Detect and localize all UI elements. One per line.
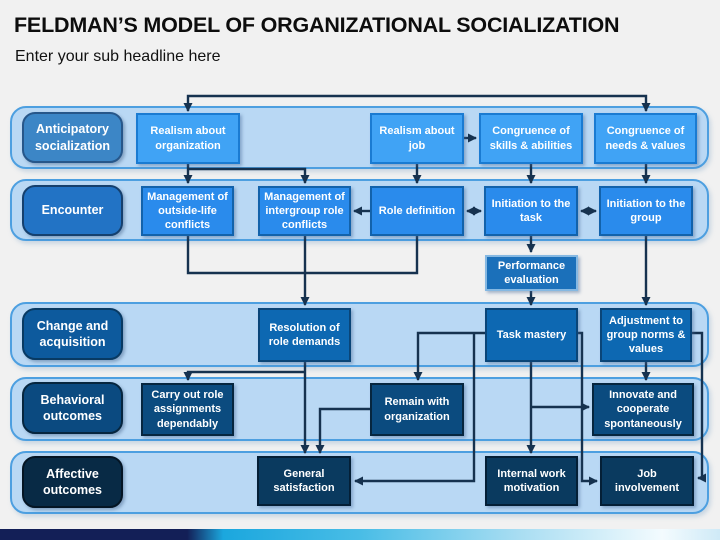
- row-label-behavioral-outcomes: Behavioral outcomes: [22, 382, 123, 434]
- box-realism-about-organization: Realism about organization: [136, 113, 240, 164]
- row-label-change-and-acquisition: Change and acquisition: [22, 308, 123, 360]
- box-adjustment-to-group-norms-values: Adjustment to group norms & values: [600, 308, 692, 362]
- box-management-of-outside-life-conflicts: Management of outside-life conflicts: [141, 186, 234, 236]
- box-resolution-of-role-demands: Resolution of role demands: [258, 308, 351, 362]
- box-remain-with-organization: Remain with organization: [370, 383, 464, 436]
- page-title: FELDMAN’S MODEL OF ORGANIZATIONAL SOCIAL…: [14, 13, 620, 37]
- box-general-satisfaction: General satisfaction: [257, 456, 351, 506]
- box-job-involvement: Job involvement: [600, 456, 694, 506]
- bottom-accent-bar: [0, 529, 720, 540]
- box-congruence-of-needs-values: Congruence of needs & values: [594, 113, 697, 164]
- box-management-of-intergroup-role-conflicts: Management of intergroup role conflicts: [258, 186, 351, 236]
- box-task-mastery: Task mastery: [485, 308, 578, 362]
- row-label-encounter: Encounter: [22, 185, 123, 236]
- box-innovate-and-cooperate-spontaneously: Innovate and cooperate spontaneously: [592, 383, 694, 436]
- row-label-anticipatory-socialization: Anticipatory socialization: [22, 112, 123, 163]
- box-initiation-to-the-group: Initiation to the group: [599, 186, 693, 236]
- box-realism-about-job: Realism about job: [370, 113, 464, 164]
- box-initiation-to-the-task: Initiation to the task: [484, 186, 578, 236]
- box-role-definition: Role definition: [370, 186, 464, 236]
- box-internal-work-motivation: Internal work motivation: [485, 456, 578, 506]
- box-congruence-of-skills-abilities: Congruence of skills & abilities: [479, 113, 583, 164]
- row-label-affective-outcomes: Affective outcomes: [22, 456, 123, 508]
- box-performance-evaluation: Performance evaluation: [485, 255, 578, 291]
- page-subtitle: Enter your sub headline here: [15, 48, 221, 65]
- box-carry-out-role-assignments-dependably: Carry out role assignments dependably: [141, 383, 234, 436]
